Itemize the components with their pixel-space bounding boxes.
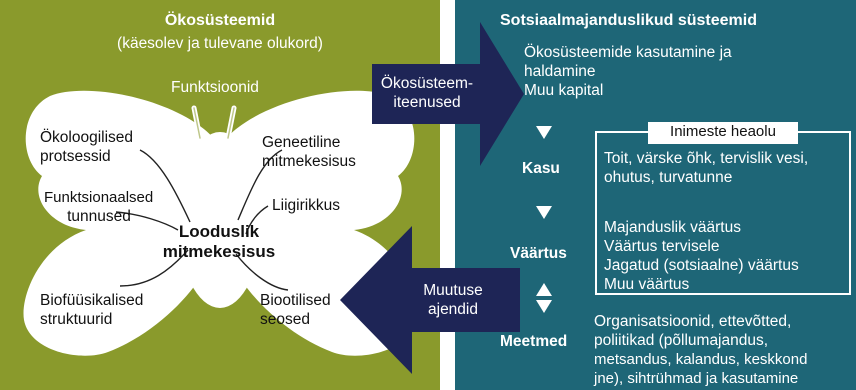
benefit-line1: Toit, värske õhk, tervislik vesi,: [604, 150, 809, 167]
measures-line3: metsandus, kalandus, keskkond: [594, 351, 808, 368]
triangle-down-icon: [536, 206, 552, 219]
value-label: Väärtus: [510, 245, 567, 262]
value-line1: Majanduslik väärtus: [604, 219, 741, 236]
biophysical-structures-line2: struktuurid: [40, 311, 113, 328]
ecosystem-services-line2: iteenused: [393, 94, 461, 111]
measures-line1: Organisatsioonid, ettevõtted,: [594, 313, 792, 330]
value-line4: Muu väärtus: [604, 276, 690, 293]
drivers-of-change-line1: Muutuse: [423, 282, 483, 299]
functional-traits-line1: Funktsionaalsed: [44, 189, 154, 206]
connector-lines: [115, 149, 289, 291]
use-management-line2: haldamine: [524, 63, 596, 80]
ecosystems-title: Ökosüsteemid: [164, 12, 276, 29]
ecological-processes-line2: protsessid: [40, 148, 111, 165]
socioeconomic-title: Sotsiaalmajanduslikud süsteemid: [500, 12, 757, 29]
benefit-line2: ohutus, turvatunne: [604, 169, 733, 186]
natural-diversity-line1: Looduslik: [178, 222, 260, 241]
block-arrow-left-icon: [340, 226, 520, 374]
biophysical-structures-line1: Biofüüsikalised: [40, 292, 144, 309]
triangle-down-icon: [536, 300, 552, 313]
value-line2: Väärtus tervisele: [604, 238, 720, 255]
genetic-diversity-line1: Geneetiline: [262, 134, 341, 151]
drivers-of-change-line2: ajendid: [428, 301, 478, 318]
block-arrow-right-icon: [372, 22, 524, 166]
use-management-line1: Ökosüsteemide kasutamine ja: [524, 44, 732, 61]
genetic-diversity-line2: mitmekesisus: [262, 153, 356, 170]
ecosystems-subtitle: (käesolev ja tulevane olukord): [117, 35, 323, 52]
ecological-processes-line1: Ökoloogilised: [40, 129, 134, 146]
socioeconomic-panel: [455, 0, 856, 390]
natural-diversity-line2: mitmekesisus: [162, 242, 276, 261]
triangle-down-icon: [536, 126, 552, 139]
benefit-label: Kasu: [522, 160, 560, 177]
functional-traits-line2: tunnused: [67, 208, 131, 225]
biotic-relations-line1: Biootilised: [260, 292, 331, 309]
measures-line2: poliitikad (põllumajandus,: [594, 332, 769, 349]
triangle-up-icon: [536, 283, 552, 296]
value-line3: Jagatud (sotsiaalne) väärtus: [604, 257, 799, 274]
wellbeing-title: Inimeste heaolu: [670, 123, 776, 140]
other-capital-label: Muu kapital: [524, 82, 604, 99]
functions-label: Funktsioonid: [171, 79, 259, 96]
species-richness-label: Liigirikkus: [272, 197, 341, 214]
measures-label: Meetmed: [500, 333, 568, 350]
measures-line4: jne), sihtrühmad ja kasutamine: [594, 370, 799, 387]
biotic-relations-line2: seosed: [260, 311, 310, 328]
butterfly-icon: [23, 90, 417, 356]
ecosystem-services-line1: Ökosüsteem-: [380, 75, 474, 92]
